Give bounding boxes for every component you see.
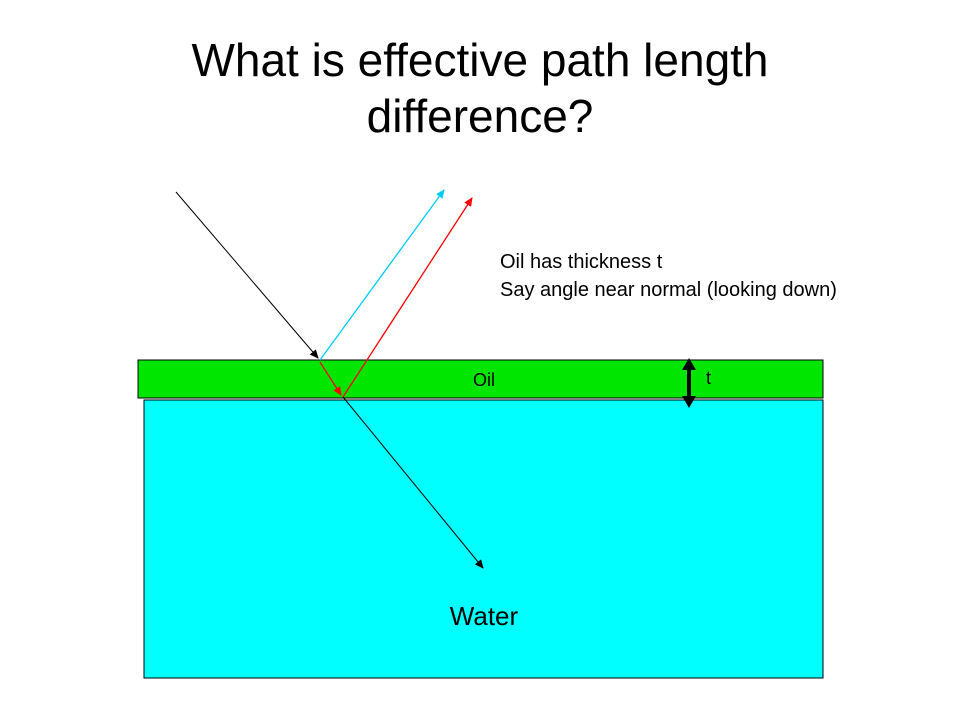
note-line-1: Oil has thickness t [500, 251, 663, 273]
reflected-ray-top [319, 189, 445, 361]
incident-ray [175, 191, 319, 359]
water-region [143, 399, 824, 679]
water-label: Water [450, 601, 519, 631]
oil-layer [137, 359, 824, 399]
transmitted-ray [342, 396, 484, 569]
slide-title: What is effective path length difference… [0, 32, 960, 144]
note-line-2: Say angle near normal (looking down) [500, 279, 837, 301]
oil-label: Oil [473, 370, 495, 390]
thickness-arrowhead-top [682, 358, 696, 370]
title-line-2: difference? [366, 90, 594, 142]
refracted-ray-in-oil [319, 361, 342, 396]
reflected-ray-bottom [342, 197, 473, 398]
title-line-1: What is effective path length [191, 34, 769, 86]
thickness-arrowhead-bottom [682, 396, 696, 408]
annotation-notes: Oil has thickness t Say angle near norma… [500, 248, 837, 304]
thickness-label: t [706, 368, 711, 388]
